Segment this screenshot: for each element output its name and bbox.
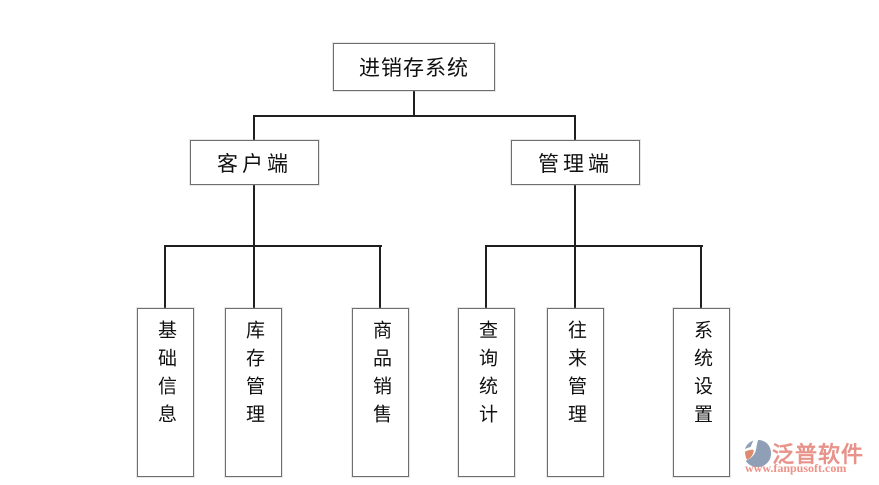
connector-drop-basic-info [164, 245, 166, 308]
connector-drop-manage [574, 115, 576, 142]
fanpu-logo-icon [744, 439, 772, 468]
node-manage-label: 管理端 [538, 151, 613, 176]
brand-url: www.fanpusoft.com [745, 461, 847, 475]
node-basic-info: 基础信息 [137, 308, 194, 477]
connector-drop-system-settings [700, 245, 702, 308]
node-system-settings-label: 系统设置 [691, 320, 712, 432]
node-query-stats-label: 查询统计 [476, 320, 497, 432]
node-inventory-mgmt: 库存管理 [225, 308, 282, 477]
node-client-label: 客户端 [217, 151, 292, 176]
node-manage-side: 管理端 [511, 140, 640, 185]
node-system-settings: 系统设置 [673, 308, 730, 477]
node-product-sales: 商品销售 [352, 308, 409, 477]
connector-level2-horizontal-left [164, 245, 382, 247]
brand-watermark: 泛普软件 www.fanpusoft.com [743, 437, 877, 479]
node-contacts-mgmt: 往来管理 [547, 308, 604, 477]
node-root-label: 进销存系统 [359, 56, 469, 80]
node-product-sales-label: 商品销售 [370, 320, 391, 432]
node-basic-info-label: 基础信息 [155, 320, 176, 432]
connector-root-stem [413, 91, 415, 117]
node-client-side: 客户端 [190, 140, 319, 185]
connector-drop-product-sales [379, 245, 381, 308]
connector-level1-horizontal [253, 115, 576, 117]
connector-level2-horizontal-right [485, 245, 703, 247]
connector-drop-client [253, 115, 255, 142]
node-root-system: 进销存系统 [333, 43, 495, 91]
node-inventory-mgmt-label: 库存管理 [243, 320, 264, 432]
node-query-stats: 查询统计 [458, 308, 515, 477]
brand-name: 泛普软件 [772, 442, 865, 467]
node-contacts-mgmt-label: 往来管理 [565, 320, 586, 432]
connector-drop-query-stats [485, 245, 487, 308]
